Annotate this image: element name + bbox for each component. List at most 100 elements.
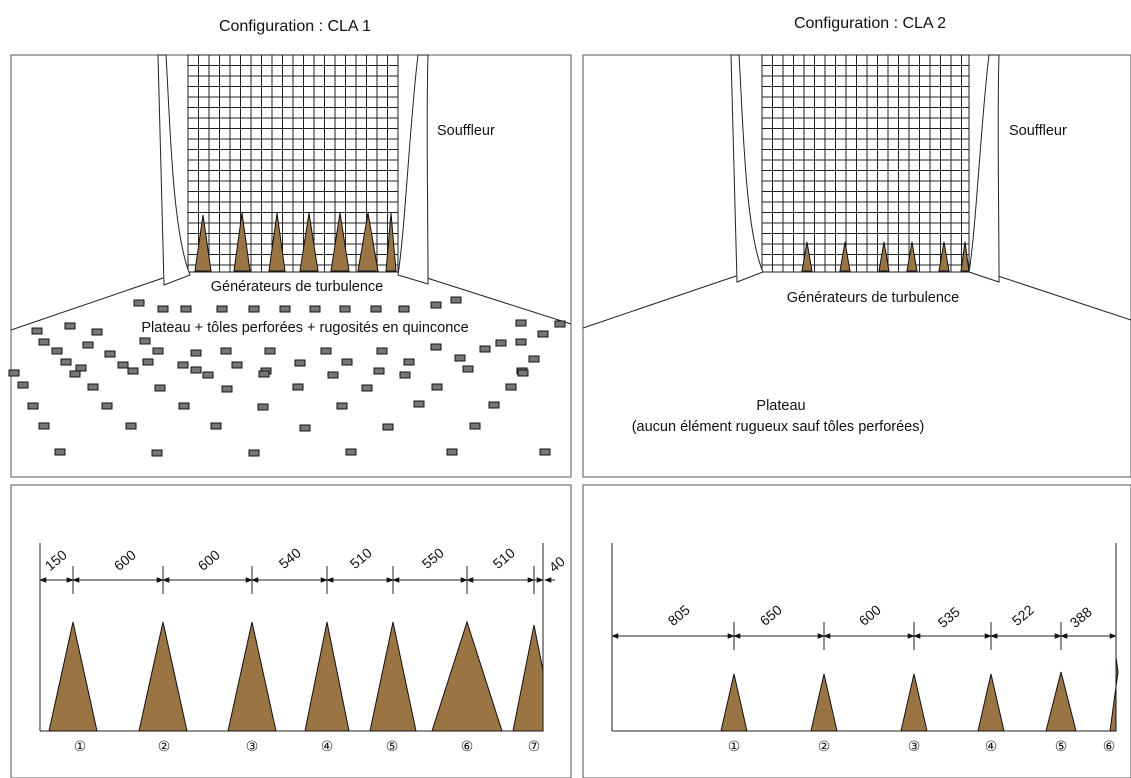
roughness-block [210,422,222,430]
roughness-block [431,383,443,391]
generator-cone [304,621,350,732]
roughness-block [142,358,154,366]
spacing-label: 522 [1009,601,1037,628]
roughness-block [403,358,415,366]
roughness-block [231,361,243,369]
duct-wall-left [730,54,764,283]
generator-number: ② [818,738,831,754]
grid-frame [761,54,970,273]
roughness-block [139,337,151,345]
spacing-label: 540 [276,544,304,571]
roughness-block [125,422,137,430]
roughness-block [413,400,425,408]
roughness-block [399,371,411,379]
roughness-block [127,367,139,375]
roughness-block [361,384,373,392]
generator-cone [227,621,277,732]
roughness-block [157,305,169,313]
generator-cone [48,621,98,732]
blower-label: Souffleur [437,123,495,139]
generator-number: ⑤ [1055,738,1068,754]
roughness-block [216,305,228,313]
spacing-label: 510 [490,544,518,571]
generator-cone [138,621,188,732]
roughness-block [292,383,304,391]
generator-number: ⑤ [386,738,399,754]
roughness-block [221,385,233,393]
roughness-block [75,364,87,372]
roughness-block [190,349,202,357]
generator-cone [900,673,928,732]
generator-cone [299,212,319,272]
roughness-block [454,354,466,362]
duct-wall-right [968,54,1000,283]
generator-number: ③ [246,738,259,754]
roughness-block [279,305,291,313]
roughness-block [450,296,462,304]
spacing-label: 535 [935,603,963,630]
generator-cone [801,241,813,272]
panel-2-title: Configuration : CLA 2 [794,15,946,32]
panel-2-perspective: Souffleur Générateurs de turbulence Plat… [582,54,1131,478]
generator-cone [512,624,544,732]
roughness-block [309,305,321,313]
blower-label: Souffleur [1009,123,1067,139]
roughness-block [180,305,192,313]
generator-number: ⑥ [1103,738,1116,754]
roughness-block [345,448,357,456]
generator-cone [839,241,851,272]
generator-cone [385,212,397,272]
turbulence-generators [194,212,397,272]
generator-cone [431,620,503,732]
roughness-block [515,338,527,346]
turbulence-generators [801,241,970,272]
roughness-block [27,402,39,410]
roughness-block [327,371,339,379]
spacing-label: 600 [856,601,884,628]
roughness-block [376,347,388,355]
spacing-label: 600 [195,546,223,573]
roughness-block [382,423,394,431]
generator-number: ① [74,738,87,754]
spacing-label: 150 [42,546,70,573]
generator-cone [960,241,970,272]
spacing-label: 650 [757,601,785,628]
roughness-block [339,305,351,313]
generator-number: ⑦ [528,738,541,754]
generator-cone [878,241,890,272]
roughness-block [299,424,311,432]
plate-label: Plateau [756,398,805,414]
floor-edge-right [426,277,572,325]
spacing-label: 805 [665,601,693,628]
duct-wall-right [397,54,429,285]
spacing-label: 550 [419,544,447,571]
roughness-block [177,361,189,369]
roughness-block [60,358,72,366]
roughness-block [539,448,551,456]
floor-edge-right [997,275,1131,321]
roughness-block [320,347,332,355]
roughness-block [462,365,474,373]
roughness-block [152,347,164,355]
roughness-block [430,343,442,351]
spacing-label: 40 [546,553,568,575]
spacing-label: 388 [1067,603,1095,630]
roughness-block [373,367,385,375]
roughness-block [446,448,458,456]
generator-cone [906,241,918,272]
generator-cone [810,673,838,732]
generator-cone [357,212,379,272]
roughness-block [517,369,529,377]
roughness-block [294,359,306,367]
roughness-block [38,338,50,346]
roughness-block [248,449,260,457]
generator-cone [977,673,1005,732]
roughness-block [178,402,190,410]
generators-label: Générateurs de turbulence [211,279,384,295]
roughness-block [64,322,76,330]
generator-cone [720,673,748,732]
